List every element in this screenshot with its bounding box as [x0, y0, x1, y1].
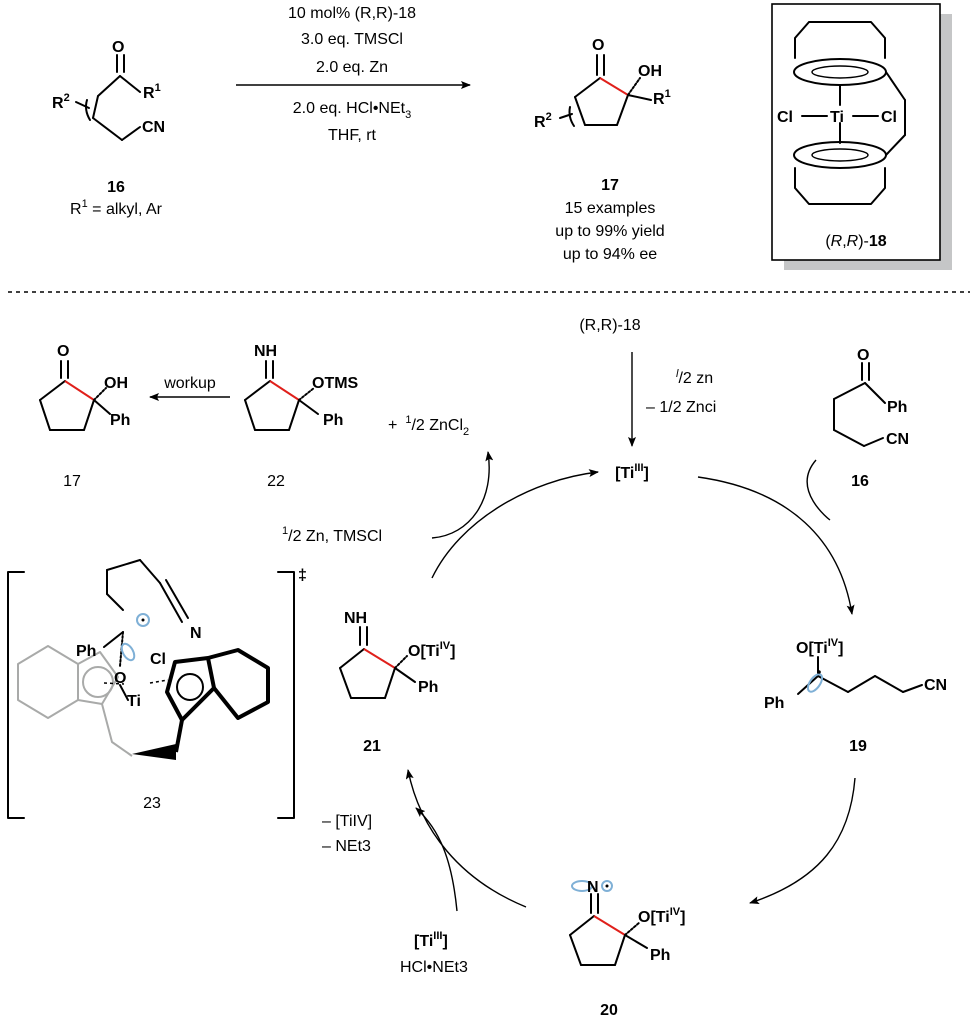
transition-state-dagger: ‡ [298, 567, 307, 584]
zn-byproduct: – 1/2 Znci [646, 399, 716, 416]
cycle-arrow-to-19 [697, 476, 855, 615]
reactant-16-structure: O R1 R2 CN [52, 39, 165, 141]
transition-state-titanium: Ti [127, 693, 141, 710]
catalyst-18-structure: Cl Ti Cl [777, 21, 906, 205]
catalyst-cl-right: Cl [881, 109, 897, 126]
reactant-16-oxygen: O [112, 39, 124, 56]
intermediate-21-structure: NH O[TiIV] Ph [339, 610, 455, 699]
condition-zn: 2.0 eq. Zn [316, 59, 388, 76]
zn-reduction: l/2 zn [676, 368, 713, 387]
intermediate-20-o-ti: O[TiIV] [638, 906, 685, 926]
catalyst-box [771, 3, 952, 270]
substrate-16-label: 16 [851, 473, 869, 490]
intermediate-21-nh: NH [344, 610, 367, 627]
product-17-ee: up to 94% ee [563, 246, 657, 263]
reactant-16-caption: R1 = alkyl, Ar [70, 198, 163, 218]
side-arrow-ti-loss [415, 807, 458, 912]
catalyst-titanium: Ti [830, 109, 844, 126]
ti-iii-added: [TiIII] [414, 930, 448, 950]
transition-state-23-brackets [7, 571, 295, 819]
intermediate-20-structure: N O[TiIV] Ph [569, 879, 685, 966]
transition-state-nitrogen: N [190, 625, 202, 642]
workup-label: workup [163, 375, 216, 392]
catalyst-18-caption: (R,R)-18 [825, 233, 886, 250]
final-17-structure: O OH Ph [39, 343, 130, 431]
silyl-22-structure: NH OTMS Ph [244, 343, 359, 431]
condition-catalyst: 10 mol% (R,R)-18 [288, 5, 416, 22]
intermediate-20-nitrogen: N [587, 879, 599, 896]
substrate-16-oxygen: O [857, 347, 869, 364]
product-17-r1: R1 [653, 88, 671, 108]
intermediate-21-o-ti: O[TiIV] [408, 640, 455, 660]
catalyst-cl-left: Cl [777, 109, 793, 126]
substrate-16-structure: O Ph CN [833, 347, 909, 448]
product-17-hydroxyl: OH [638, 63, 662, 80]
product-17-yield: up to 99% yield [555, 223, 664, 240]
intermediate-19-structure: O[TiIV] Ph CN [764, 637, 947, 712]
intermediate-19-cn: CN [924, 677, 947, 694]
cycle-arrow-to-21 [405, 769, 527, 908]
zn-tmscl-reagent: 1/2 Zn, TMSCl [282, 525, 382, 545]
cycle-arrow-to-20 [749, 777, 856, 904]
intermediate-19-label: 19 [849, 738, 867, 755]
product-17-examples: 15 examples [565, 200, 656, 217]
product-17-label: 17 [601, 177, 619, 194]
cycle-arrow-to-ti [431, 469, 599, 579]
zncl2-byproduct: +1/2 ZnCl2 [388, 414, 469, 438]
substrate-16-cn: CN [886, 431, 909, 448]
transition-state-chlorine: Cl [150, 651, 166, 668]
product-17-structure: O OH R1 R2 [534, 37, 671, 131]
final-17-label: 17 [63, 473, 81, 490]
intermediate-21-label: 21 [363, 738, 381, 755]
final-17-oxygen: O [57, 343, 69, 360]
reactant-16-r1: R1 [143, 82, 161, 102]
reactant-16-cn: CN [142, 119, 165, 136]
transition-state-23-label: 23 [143, 795, 161, 812]
ti-iii-center: [TiIII] [615, 462, 649, 482]
condition-solvent: THF, rt [328, 127, 377, 144]
net3-loss: – NEt3 [322, 838, 371, 855]
transition-state-oxygen: O [114, 670, 126, 687]
reactant-16-label: 16 [107, 179, 125, 196]
hcl-net3-reagent: HCl•NEt3 [400, 959, 468, 976]
intermediate-20-label: 20 [600, 1002, 618, 1019]
cycle-catalyst-in: (R,R)-18 [579, 317, 640, 334]
condition-hcl-net3: 2.0 eq. HCl•NEt3 [293, 100, 411, 121]
intermediate-20-phenyl: Ph [650, 947, 670, 964]
final-17-hydroxyl: OH [104, 375, 128, 392]
transition-state-23-structure: Ph O Ti Cl N [17, 559, 270, 760]
substrate-16-phenyl: Ph [887, 399, 907, 416]
transition-state-phenyl: Ph [76, 643, 96, 660]
intermediate-19-o-ti: O[TiIV] [796, 637, 843, 657]
intermediate-21-phenyl: Ph [418, 679, 438, 696]
condition-tmscl: 3.0 eq. TMSCl [301, 31, 403, 48]
reactant-16-r2: R2 [52, 92, 70, 112]
substrate-entry-curve [806, 459, 831, 521]
silyl-22-otms: OTMS [312, 375, 359, 392]
intermediate-19-phenyl: Ph [764, 695, 784, 712]
silyl-22-phenyl: Ph [323, 412, 343, 429]
silyl-22-label: 22 [267, 473, 285, 490]
product-17-oxygen: O [592, 37, 604, 54]
ti-iv-loss: – [TiIV] [322, 813, 372, 830]
final-17-phenyl: Ph [110, 412, 130, 429]
product-17-r2: R2 [534, 111, 552, 131]
silyl-22-nh: NH [254, 343, 277, 360]
side-arrow-to-22 [431, 451, 494, 539]
